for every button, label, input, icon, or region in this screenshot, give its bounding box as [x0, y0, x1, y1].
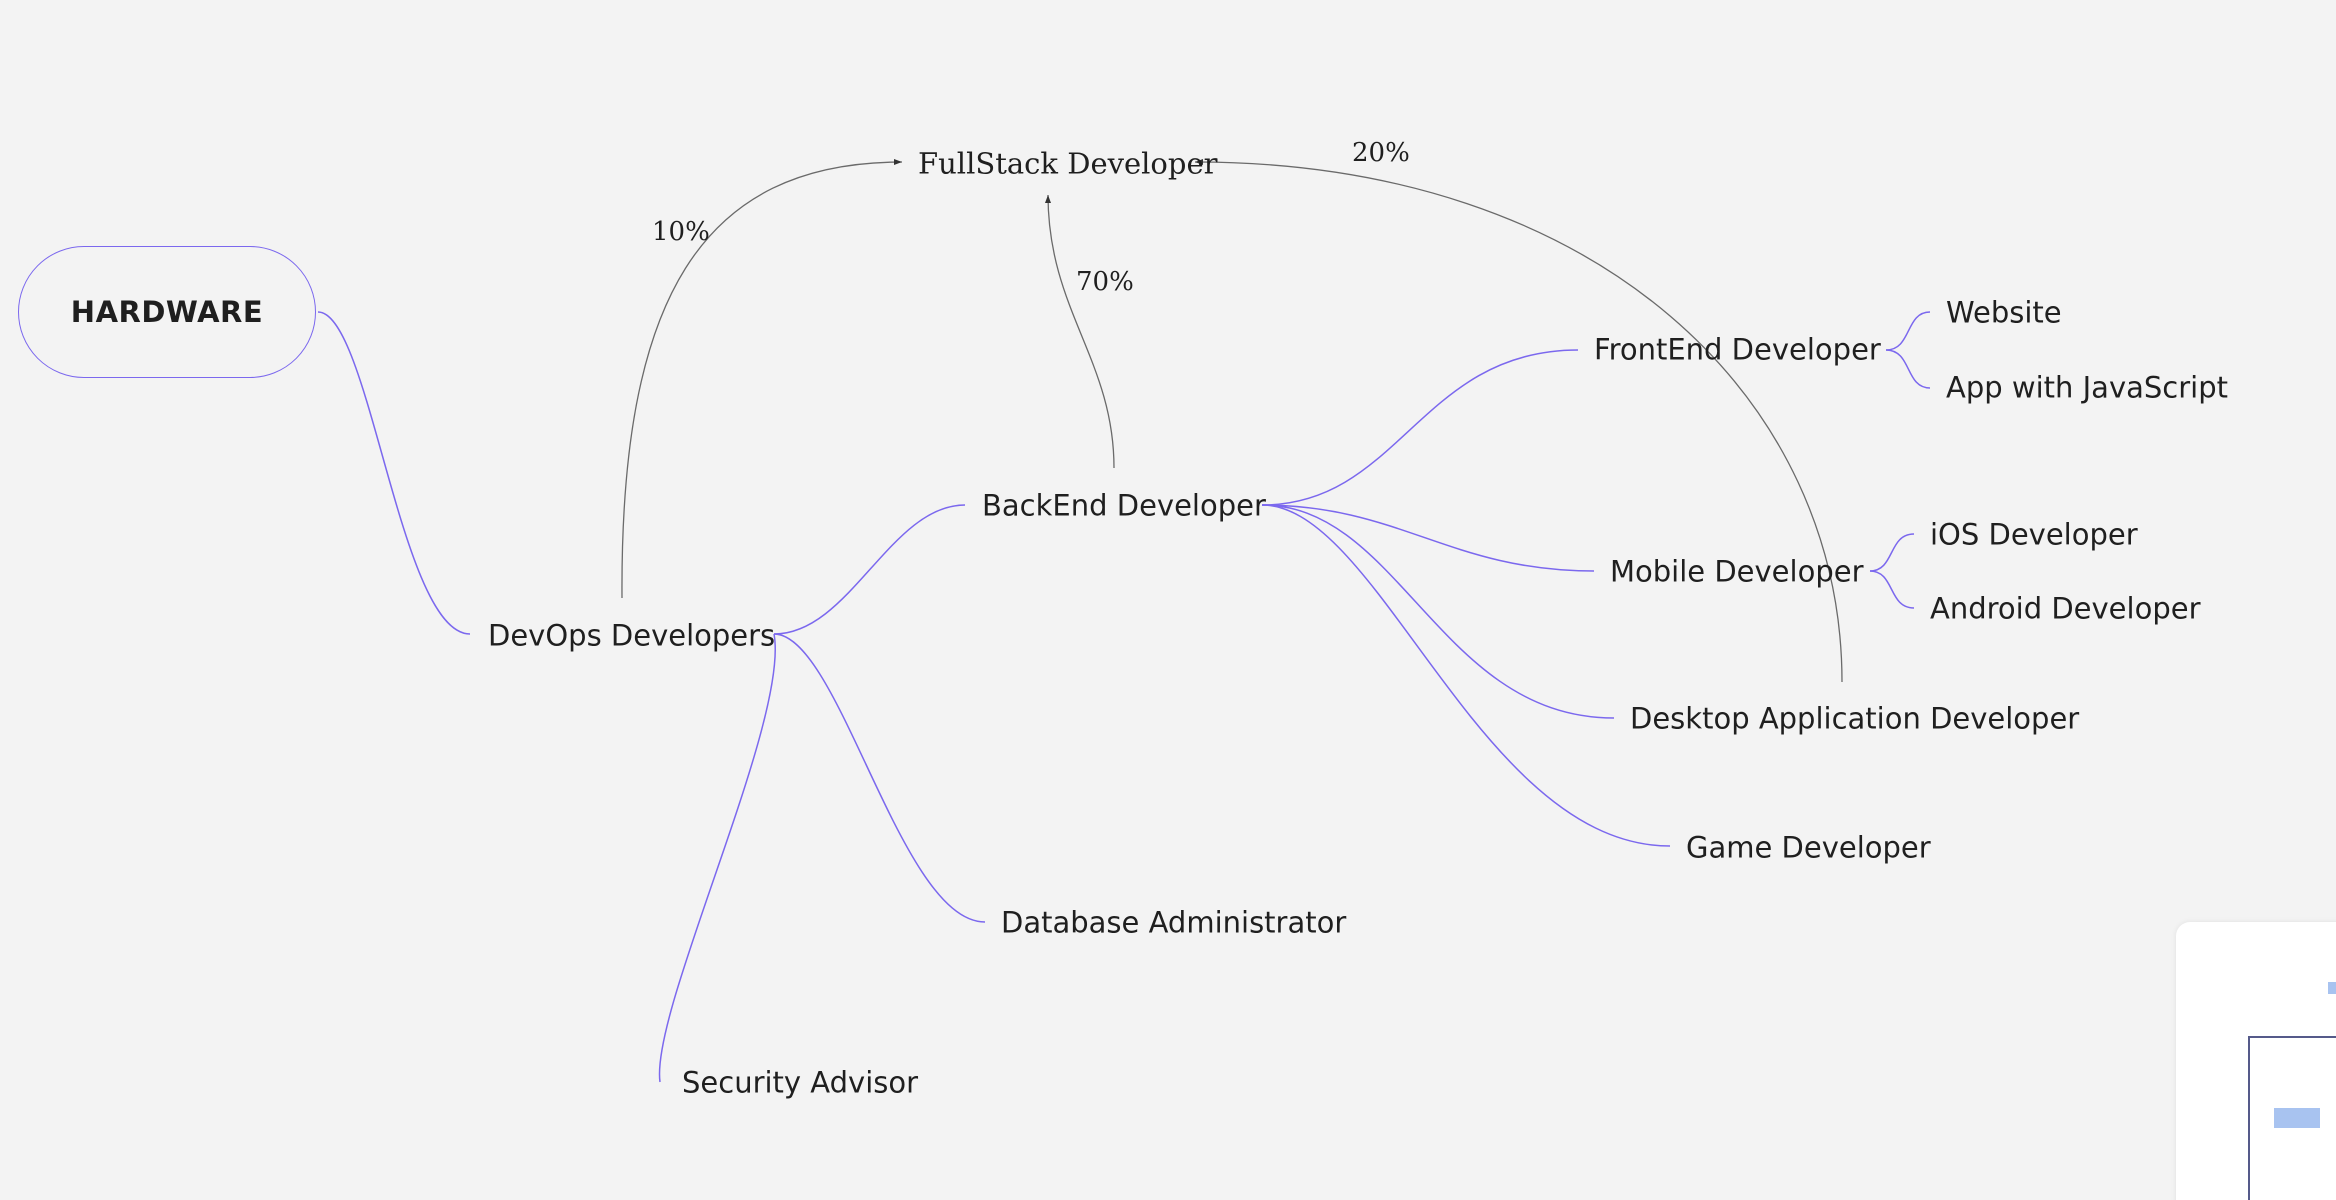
- branch-frontend-appjs: [1885, 349, 1931, 389]
- branch-mobile-android: [1869, 570, 1915, 609]
- connector-devops-fullstack: [621, 159, 903, 599]
- minimap-marker: [2328, 982, 2336, 994]
- node-database-administrator[interactable]: Database Administrator: [1001, 905, 1347, 940]
- branch-hardware-devops: [317, 311, 471, 635]
- branch-devops-backend: [773, 504, 966, 635]
- connector-label-backend-fullstack: 70%: [1076, 267, 1134, 297]
- root-node-hardware[interactable]: HARDWARE: [18, 246, 316, 378]
- connector-backend-fullstack: [1045, 194, 1115, 469]
- connector-label-desktop-fullstack: 20%: [1352, 138, 1410, 168]
- node-app-with-javascript[interactable]: App with JavaScript: [1946, 370, 2228, 405]
- branch-backend-frontend: [1261, 349, 1579, 506]
- branch-backend-mobile: [1261, 504, 1595, 572]
- node-security-advisor[interactable]: Security Advisor: [682, 1065, 919, 1100]
- branch-mobile-ios: [1869, 533, 1915, 572]
- branch-backend-game: [1261, 504, 1671, 847]
- branch-devops-dba: [773, 633, 986, 923]
- connector-desktop-fullstack: [1194, 159, 1843, 683]
- node-fullstack-developer[interactable]: FullStack Developer: [918, 146, 1218, 181]
- node-game-developer[interactable]: Game Developer: [1686, 830, 1931, 865]
- node-android-developer[interactable]: Android Developer: [1930, 591, 2201, 626]
- branch-frontend-website: [1885, 311, 1931, 351]
- node-devops-developers[interactable]: DevOps Developers: [488, 618, 776, 653]
- node-frontend-developer[interactable]: FrontEnd Developer: [1594, 332, 1881, 367]
- branch-devops-security: [658, 633, 776, 1083]
- connector-label-devops-fullstack: 10%: [652, 217, 710, 247]
- node-website[interactable]: Website: [1946, 295, 2062, 330]
- node-backend-developer[interactable]: BackEnd Developer: [982, 488, 1266, 523]
- root-node-label: HARDWARE: [70, 295, 264, 329]
- node-mobile-developer[interactable]: Mobile Developer: [1610, 554, 1864, 589]
- branch-backend-desktop: [1261, 504, 1615, 719]
- node-ios-developer[interactable]: iOS Developer: [1930, 517, 2138, 552]
- minimap-content-block: [2274, 1108, 2320, 1128]
- node-desktop-application-developer[interactable]: Desktop Application Developer: [1630, 701, 2080, 736]
